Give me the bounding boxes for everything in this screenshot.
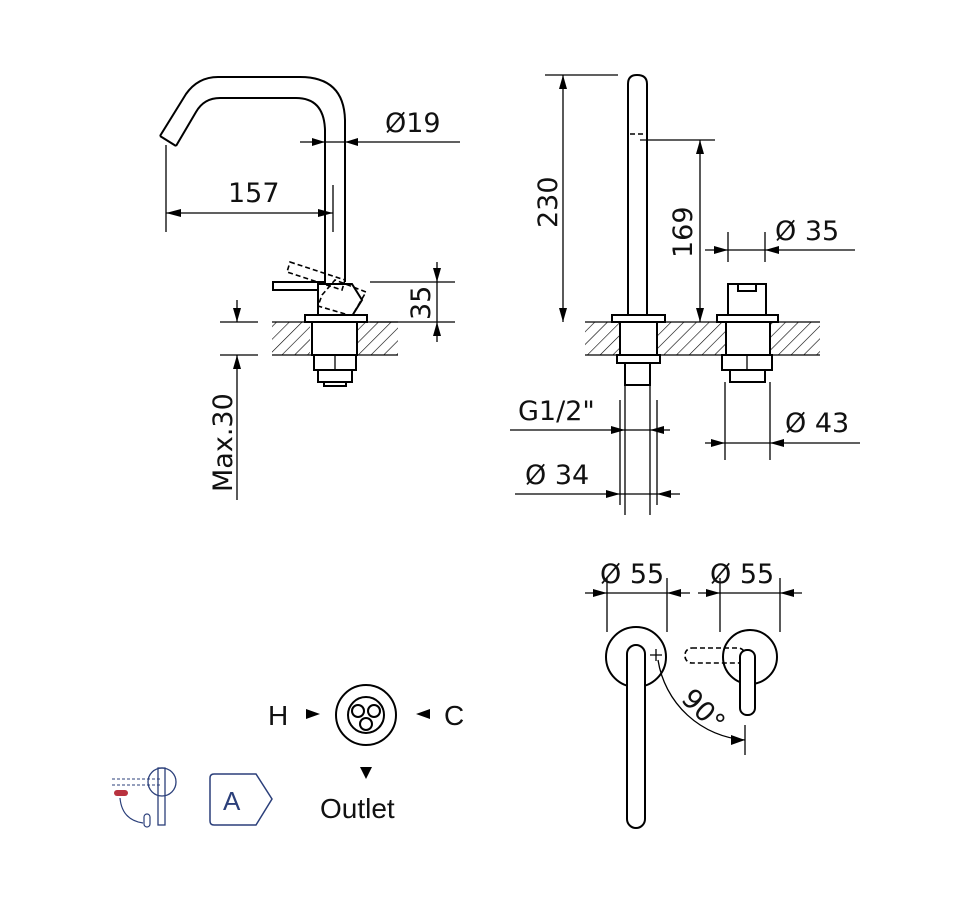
overall-height-label: 230 (533, 176, 564, 228)
cold-arrow-icon (416, 709, 430, 719)
lever-operation-icon (112, 767, 177, 828)
spout-rosette-label: Ø 55 (600, 559, 664, 590)
top-view: Ø 55 Ø 55 90° (585, 559, 802, 829)
handle-rosette-label: Ø 55 (710, 559, 774, 590)
tall-spout (627, 73, 648, 316)
handle-diameter-label: Ø 35 (775, 216, 839, 247)
max-thickness-label: Max.30 (208, 393, 239, 492)
cold-label: C (444, 700, 464, 731)
spout-outline (159, 76, 346, 282)
energy-class-badge: A (209, 773, 273, 826)
front-view: 230 169 Ø 35 (510, 73, 860, 515)
energy-class-label: A (223, 786, 241, 816)
hot-arrow-icon (306, 709, 320, 719)
rotation-angle-label: 90° (675, 683, 731, 739)
thread-label: G1/2" (518, 396, 595, 427)
spout-inner (175, 97, 326, 282)
spout-diameter-label: Ø19 (385, 108, 441, 139)
connector-outer-icon (335, 684, 397, 746)
body-height-label: 35 (406, 286, 437, 320)
side-view: Ø19 157 35 Ma (159, 76, 460, 500)
connection-legend: H C Outlet (268, 684, 464, 824)
outlet-arrow-icon (360, 767, 372, 779)
spout-reach-label: 157 (228, 178, 280, 209)
handle-base-diameter-label: Ø 43 (785, 408, 849, 439)
outlet-label: Outlet (320, 793, 395, 824)
hot-label: H (268, 700, 288, 731)
outlet-height-label: 169 (668, 206, 699, 258)
spout-base-diameter-label: Ø 34 (525, 460, 589, 491)
